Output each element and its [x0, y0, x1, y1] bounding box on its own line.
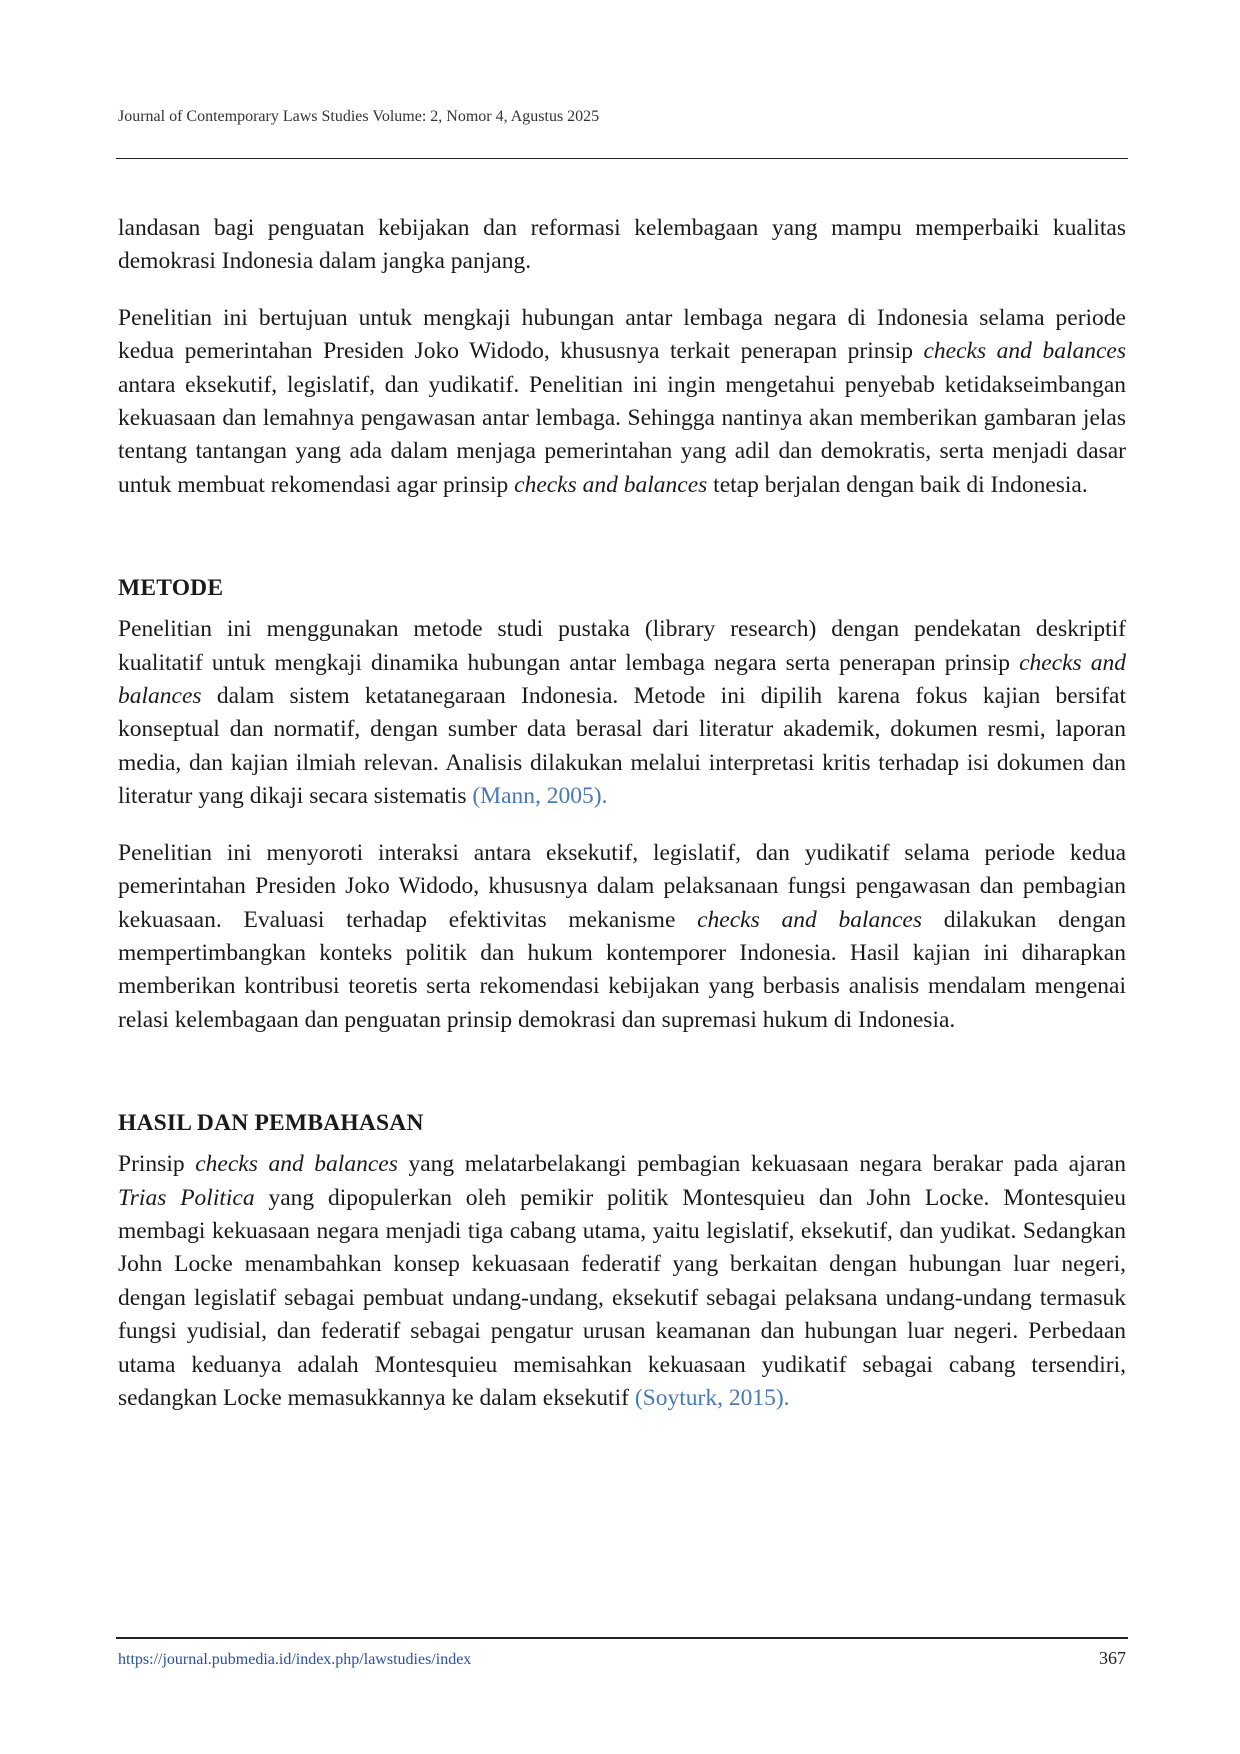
intro-p2-text-3: tetap berjalan dengan baik di Indonesia.	[707, 471, 1088, 498]
running-head: Journal of Contemporary Laws Studies Vol…	[118, 108, 600, 125]
metode-paragraph-1: Penelitian ini menggunakan metode studi …	[118, 613, 1126, 813]
footer-journal-link[interactable]: https://journal.pubmedia.id/index.php/la…	[118, 1651, 472, 1668]
intro-paragraph-1: landasan bagi penguatan kebijakan dan re…	[118, 212, 1126, 279]
intro-paragraph-2: Penelitian ini bertujuan untuk mengkaji …	[118, 302, 1126, 502]
intro-p2-emphasis-2: checks and balances	[514, 471, 708, 498]
metode-p1-emphasis-1: checks and balances	[118, 649, 1126, 710]
intro-p2-text-1: Penelitian ini bertujuan untuk mengkaji …	[118, 304, 1126, 365]
metode-p2-text-1: Penelitian ini menyoroti interaksi antar…	[118, 839, 1126, 933]
hasil-p1-emphasis-2: Trias Politica	[118, 1184, 255, 1211]
citation-mann-2005[interactable]: (Mann, 2005).	[472, 783, 608, 810]
hasil-p1-text-2: yang melatarbelakangi pembagian kekuasaa…	[397, 1151, 1126, 1178]
metode-p2-emphasis-1: checks and balances	[697, 906, 922, 933]
intro-p2-text-2: antara eksekutif, legislatif, dan yudika…	[118, 371, 1126, 498]
hasil-p1-text-3: yang dipopulerkan oleh pemikir politik M…	[118, 1184, 1126, 1411]
hasil-p1-emphasis-1: checks and balances	[195, 1151, 398, 1178]
metode-paragraph-2: Penelitian ini menyoroti interaksi antar…	[118, 837, 1126, 1037]
intro-p1-text: landasan bagi penguatan kebijakan dan re…	[118, 215, 1126, 275]
footer-rule	[116, 1637, 1128, 1639]
hasil-paragraph-1: Prinsip checks and balances yang melatar…	[118, 1148, 1126, 1415]
section-heading-hasil: HASIL DAN PEMBAHASAN	[118, 1110, 424, 1137]
article-body: landasan bagi penguatan kebijakan dan re…	[118, 212, 1126, 1415]
header-rule	[116, 158, 1128, 159]
metode-p2-text-2: dilakukan dengan mempertimbangkan kontek…	[118, 906, 1126, 1033]
citation-soyturk-2015[interactable]: (Soyturk, 2015).	[634, 1384, 790, 1411]
page-number: 367	[1099, 1648, 1126, 1668]
intro-p2-emphasis-1: checks and balances	[923, 338, 1127, 365]
hasil-p1-text-1: Prinsip	[118, 1151, 196, 1178]
section-heading-metode: METODE	[118, 575, 224, 602]
metode-p1-text-2: dalam sistem ketatanegaraan Indonesia. M…	[118, 683, 1126, 810]
metode-p1-text-1: Penelitian ini menggunakan metode studi …	[118, 616, 1126, 676]
